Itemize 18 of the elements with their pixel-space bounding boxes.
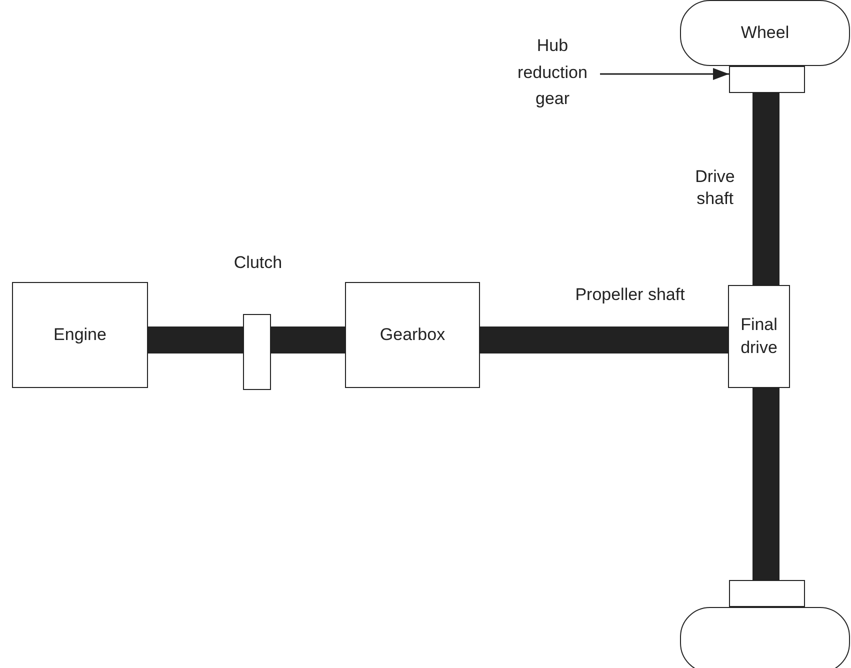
box-label: Wheel (740, 23, 790, 43)
engine-box (12, 282, 148, 388)
leader-arrow (600, 68, 729, 80)
shaft-bar (148, 326, 243, 354)
shaft-bar (752, 388, 780, 580)
part-label: Clutch (232, 253, 284, 273)
final-drive-box (728, 285, 790, 388)
gearbox-box (345, 282, 480, 388)
shaft-bar (271, 326, 345, 354)
wheel-outline (680, 607, 850, 668)
hub-box (729, 66, 805, 93)
box-label: Gearbox (380, 325, 446, 345)
callout-text: Hub reduction gear (505, 28, 600, 118)
box-label: Final drive (740, 314, 778, 358)
hub-box (729, 580, 805, 607)
wheel-outline (680, 0, 850, 66)
shaft-bar (480, 326, 728, 354)
box-label: Engine (54, 325, 106, 345)
